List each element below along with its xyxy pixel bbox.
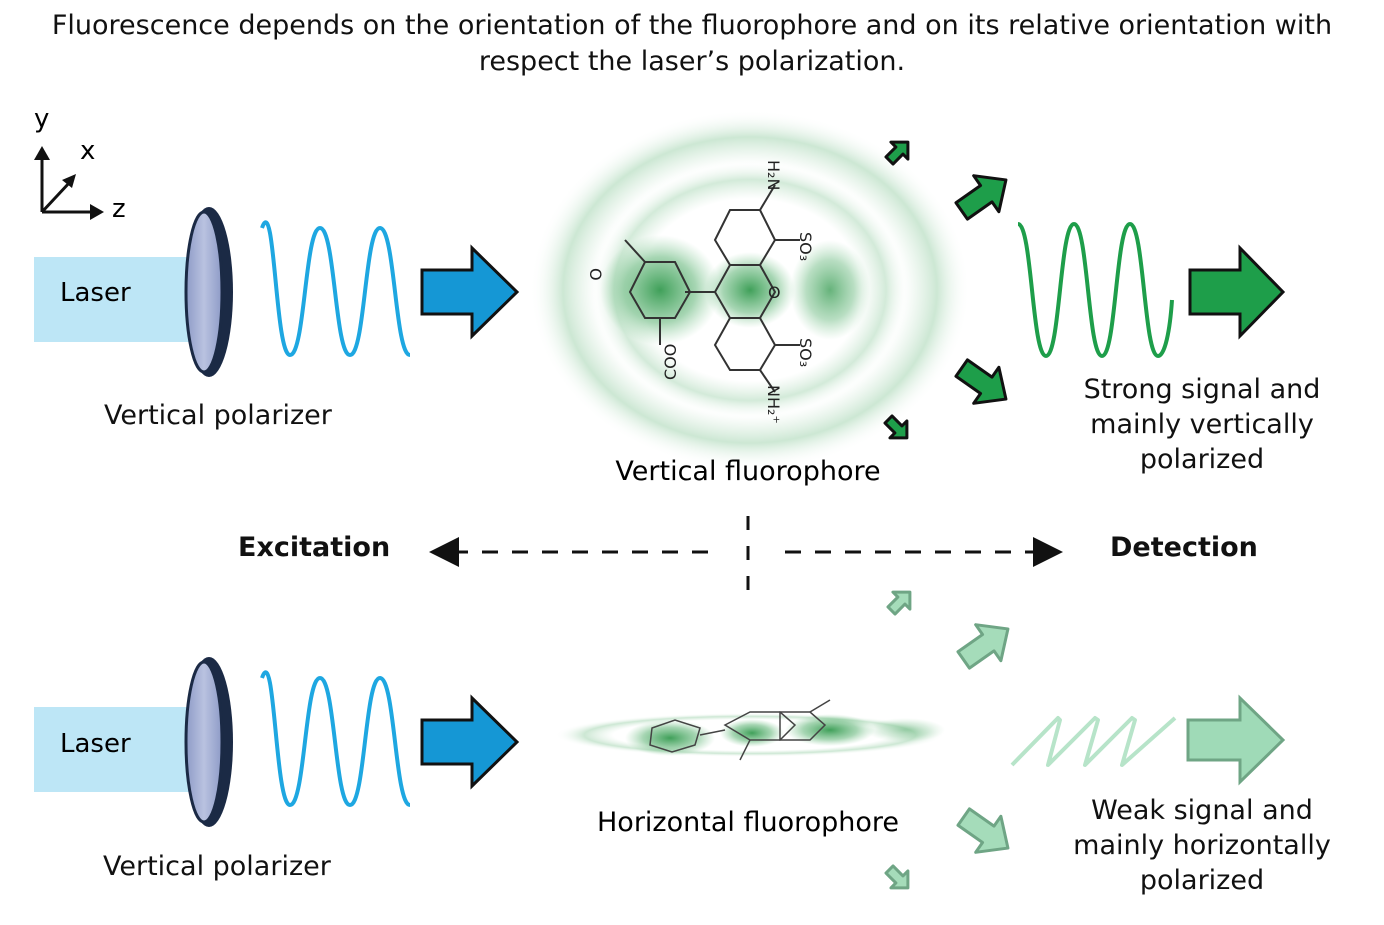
- axis-gizmo: y x z: [34, 104, 126, 224]
- mol-so3-bottom: SO₃: [796, 338, 815, 367]
- top-signal-line-2: mainly vertically: [1090, 409, 1314, 440]
- top-green-arrow: [1188, 244, 1286, 340]
- emission-arrow-3: [956, 807, 1010, 854]
- mol-o: O: [586, 268, 605, 281]
- emission-arrow-3: [954, 358, 1008, 405]
- bottom-blue-arrow: [420, 694, 520, 790]
- axis-y-label: y: [34, 104, 49, 134]
- mol-coo: COO: [661, 344, 680, 380]
- top-blue-arrow: [420, 244, 520, 340]
- bottom-polarizer-label: Vertical polarizer: [103, 851, 331, 882]
- bottom-green-arrow: [1186, 694, 1286, 786]
- middle-divider: [429, 516, 1063, 600]
- top-excitation-wave: [260, 220, 412, 358]
- bottom-signal-label: Weak signal and mainly horizontally pola…: [1052, 793, 1352, 898]
- bottom-laser-label: Laser: [60, 729, 131, 759]
- top-molecule-labels: H₂N SO₃ SO₃ NH₂⁺ COO O O: [586, 160, 815, 424]
- top-signal-line-3: polarized: [1139, 444, 1265, 475]
- emission-arrow-1: [884, 140, 910, 166]
- bottom-signal-line-3: polarized: [1139, 865, 1265, 896]
- top-fluorophore-label: Vertical fluorophore: [615, 456, 880, 487]
- top-laser-label: Laser: [60, 278, 131, 308]
- bottom-molecule: [649, 699, 831, 761]
- bottom-fluorophore-label: Horizontal fluorophore: [597, 807, 899, 838]
- top-signal-label: Strong signal and mainly vertically pola…: [1052, 372, 1352, 477]
- top-molecule: [624, 184, 800, 393]
- bottom-signal-line-2: mainly horizontally: [1073, 830, 1331, 861]
- top-signal-line-1: Strong signal and: [1083, 374, 1321, 405]
- axis-x-label: x: [80, 136, 95, 166]
- title-line-2: respect the laser’s polarization.: [478, 46, 906, 77]
- top-polarizer-lens: [184, 207, 233, 377]
- bottom-fluorophore-glow: [555, 713, 945, 757]
- top-polarizer-label: Vertical polarizer: [104, 400, 332, 431]
- emission-arrow-4: [883, 414, 909, 440]
- bottom-polarizer-lens: [184, 657, 233, 827]
- emission-arrow-2: [954, 174, 1008, 221]
- axis-z-label: z: [112, 194, 126, 224]
- figure-title: Fluorescence depends on the orientation …: [0, 8, 1384, 80]
- bottom-emission-wave: [1010, 716, 1177, 767]
- emission-arrow-1: [886, 590, 912, 616]
- mol-h2n: H₂N: [764, 160, 783, 190]
- mol-nh2: NH₂⁺: [764, 385, 783, 424]
- top-emission-arrows: [883, 140, 1008, 440]
- emission-arrow-2: [956, 623, 1010, 670]
- emission-arrow-4: [884, 864, 910, 890]
- title-line-1: Fluorescence depends on the orientation …: [51, 10, 1333, 41]
- top-fluorophore-glow: [530, 110, 970, 470]
- bottom-emission-arrows: [884, 590, 1010, 890]
- excitation-label: Excitation: [238, 532, 391, 563]
- mol-ring-o: O: [768, 283, 781, 302]
- bottom-signal-line-1: Weak signal and: [1091, 795, 1313, 826]
- mol-so3-top: SO₃: [796, 232, 815, 261]
- detection-label: Detection: [1110, 532, 1258, 563]
- top-emission-wave: [1016, 221, 1174, 359]
- bottom-excitation-wave: [260, 670, 412, 808]
